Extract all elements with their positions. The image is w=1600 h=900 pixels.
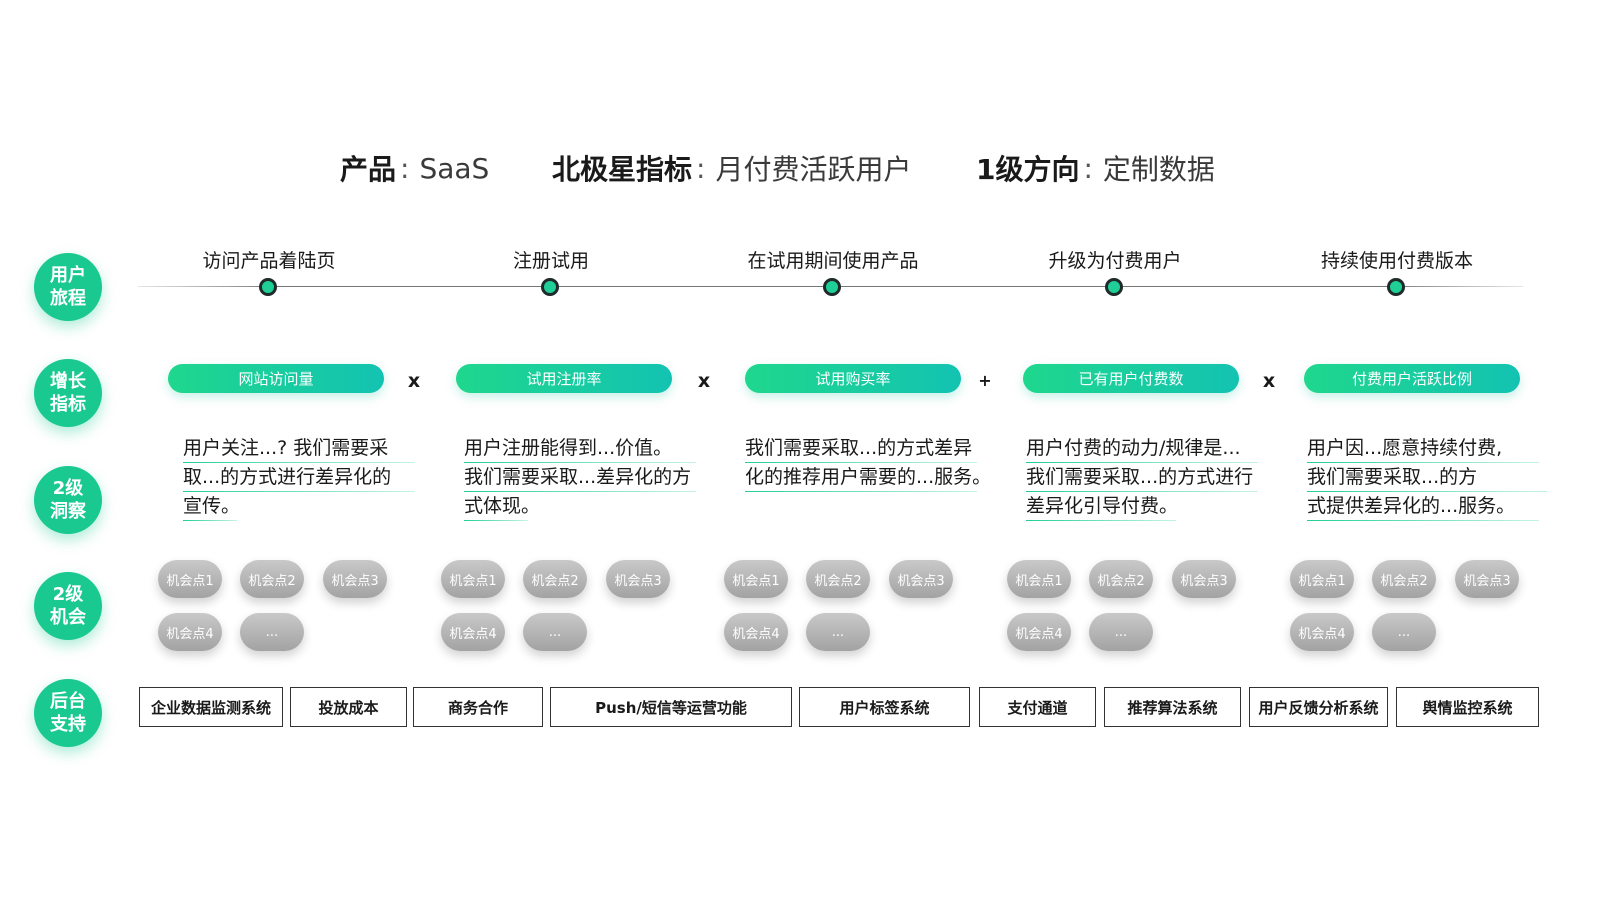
opportunity-pill[interactable]: 机会点4 bbox=[724, 613, 788, 651]
opportunity-pill[interactable]: 机会点4 bbox=[441, 613, 505, 651]
product-group: 产品 : SaaS bbox=[340, 146, 489, 190]
insight-line: 我们需要采取...的方式差异 bbox=[745, 434, 977, 463]
north-star-label: 北极星指标 bbox=[552, 153, 693, 186]
row-label-insights: 2级洞察 bbox=[34, 466, 102, 534]
opportunity-pill[interactable]: 机会点1 bbox=[1290, 560, 1354, 598]
insight-block: 用户关注...? 我们需要采 取...的方式进行差异化的 宣传。 bbox=[183, 434, 415, 521]
opportunity-pill[interactable]: 机会点1 bbox=[441, 560, 505, 598]
insight-block: 用户付费的动力/规律是... 我们需要采取...的方式进行 差异化引导付费。 bbox=[1026, 434, 1258, 521]
stage-label: 访问产品着陆页 bbox=[202, 250, 336, 272]
product-value: SaaS bbox=[419, 151, 490, 185]
metric-pill: 试用购买率 bbox=[745, 364, 961, 393]
opportunity-more-pill[interactable]: ... bbox=[1089, 613, 1153, 651]
system-box: 舆情监控系统 bbox=[1396, 687, 1539, 727]
direction-value: 定制数据 bbox=[1102, 153, 1215, 186]
stage-dot bbox=[1387, 278, 1405, 296]
direction-group: 1级方向 : 定制数据 bbox=[976, 146, 1215, 190]
insight-line: 用户注册能得到...价值。 bbox=[464, 434, 696, 463]
opportunity-pill[interactable]: 机会点2 bbox=[806, 560, 870, 598]
multiply-operator: x bbox=[697, 370, 711, 392]
opportunity-more-pill[interactable]: ... bbox=[240, 613, 304, 651]
insight-line: 式提供差异化的...服务。 bbox=[1307, 492, 1539, 521]
metric-pill: 试用注册率 bbox=[456, 364, 672, 393]
insight-line: 差异化引导付费。 bbox=[1026, 492, 1178, 521]
colon: : bbox=[400, 151, 410, 185]
row-label-backend: 后台支持 bbox=[34, 679, 102, 747]
opportunity-pill[interactable]: 机会点3 bbox=[1172, 560, 1236, 598]
north-star-value: 月付费活跃用户 bbox=[715, 153, 912, 186]
north-star-group: 北极星指标 : 月付费活跃用户 bbox=[552, 146, 911, 190]
system-box: 投放成本 bbox=[290, 687, 407, 727]
opportunity-pill[interactable]: 机会点4 bbox=[1007, 613, 1071, 651]
opportunity-pill[interactable]: 机会点2 bbox=[240, 560, 304, 598]
insight-block: 用户因...愿意持续付费, 我们需要采取...的方 式提供差异化的...服务。 bbox=[1307, 434, 1547, 521]
opportunity-pill[interactable]: 机会点3 bbox=[323, 560, 387, 598]
insight-line: 我们需要采取...的方 bbox=[1307, 463, 1547, 492]
stage-dot bbox=[1105, 278, 1123, 296]
opportunity-pill[interactable]: 机会点2 bbox=[1089, 560, 1153, 598]
opportunity-pill[interactable]: 机会点3 bbox=[606, 560, 670, 598]
system-box: 支付通道 bbox=[979, 687, 1096, 727]
insight-block: 我们需要采取...的方式差异 化的推荐用户需要的...服务。 bbox=[745, 434, 991, 492]
insight-line: 我们需要采取...的方式进行 bbox=[1026, 463, 1258, 492]
system-box: Push/短信等运营功能 bbox=[550, 687, 792, 727]
system-box: 用户反馈分析系统 bbox=[1249, 687, 1388, 727]
insight-line: 用户关注...? 我们需要采 bbox=[183, 434, 415, 463]
plus-operator: + bbox=[978, 371, 992, 390]
insight-line: 我们需要采取...差异化的方 bbox=[464, 463, 696, 492]
system-box: 商务合作 bbox=[413, 687, 543, 727]
system-box: 企业数据监测系统 bbox=[139, 687, 283, 727]
row-label-metrics: 增长指标 bbox=[34, 359, 102, 427]
opportunity-more-pill[interactable]: ... bbox=[1372, 613, 1436, 651]
insight-line: 化的推荐用户需要的...服务。 bbox=[745, 463, 991, 492]
row-label-opportunities: 2级机会 bbox=[34, 572, 102, 640]
stage-label: 注册试用 bbox=[512, 250, 589, 272]
multiply-operator: x bbox=[1262, 370, 1276, 392]
opportunity-pill[interactable]: 机会点1 bbox=[1007, 560, 1071, 598]
stage-label: 持续使用付费版本 bbox=[1320, 250, 1473, 272]
stage-dot bbox=[823, 278, 841, 296]
system-box: 推荐算法系统 bbox=[1104, 687, 1241, 727]
stage-label: 升级为付费用户 bbox=[1048, 250, 1182, 272]
opportunity-pill[interactable]: 机会点2 bbox=[1372, 560, 1436, 598]
stage-dot bbox=[541, 278, 559, 296]
metric-pill: 网站访问量 bbox=[168, 364, 384, 393]
header: 产品 : SaaS 北极星指标 : 月付费活跃用户 1级方向 : 定制数据 bbox=[0, 146, 1600, 190]
stage-dot bbox=[259, 278, 277, 296]
colon: : bbox=[1083, 151, 1093, 185]
opportunity-pill[interactable]: 机会点3 bbox=[889, 560, 953, 598]
colon: : bbox=[696, 151, 706, 185]
multiply-operator: x bbox=[407, 370, 421, 392]
opportunity-more-pill[interactable]: ... bbox=[523, 613, 587, 651]
product-label: 产品 bbox=[340, 153, 397, 186]
metric-pill: 已有用户付费数 bbox=[1023, 364, 1239, 393]
system-box: 用户标签系统 bbox=[799, 687, 970, 727]
insight-line: 宣传。 bbox=[183, 492, 240, 521]
insight-line: 用户付费的动力/规律是... bbox=[1026, 434, 1258, 463]
opportunity-pill[interactable]: 机会点4 bbox=[158, 613, 222, 651]
opportunity-more-pill[interactable]: ... bbox=[806, 613, 870, 651]
insight-line: 取...的方式进行差异化的 bbox=[183, 463, 415, 492]
opportunity-pill[interactable]: 机会点1 bbox=[724, 560, 788, 598]
metric-pill: 付费用户活跃比例 bbox=[1304, 364, 1520, 393]
opportunity-pill[interactable]: 机会点2 bbox=[523, 560, 587, 598]
opportunity-pill[interactable]: 机会点3 bbox=[1455, 560, 1519, 598]
stage-label: 在试用期间使用产品 bbox=[747, 250, 919, 272]
insight-block: 用户注册能得到...价值。 我们需要采取...差异化的方 式体现。 bbox=[464, 434, 696, 521]
opportunity-pill[interactable]: 机会点1 bbox=[158, 560, 222, 598]
row-label-journey: 用户旅程 bbox=[34, 253, 102, 321]
insight-line: 用户因...愿意持续付费, bbox=[1307, 434, 1539, 463]
opportunity-pill[interactable]: 机会点4 bbox=[1290, 613, 1354, 651]
insight-line: 式体现。 bbox=[464, 492, 540, 521]
direction-label: 1级方向 bbox=[976, 153, 1080, 186]
